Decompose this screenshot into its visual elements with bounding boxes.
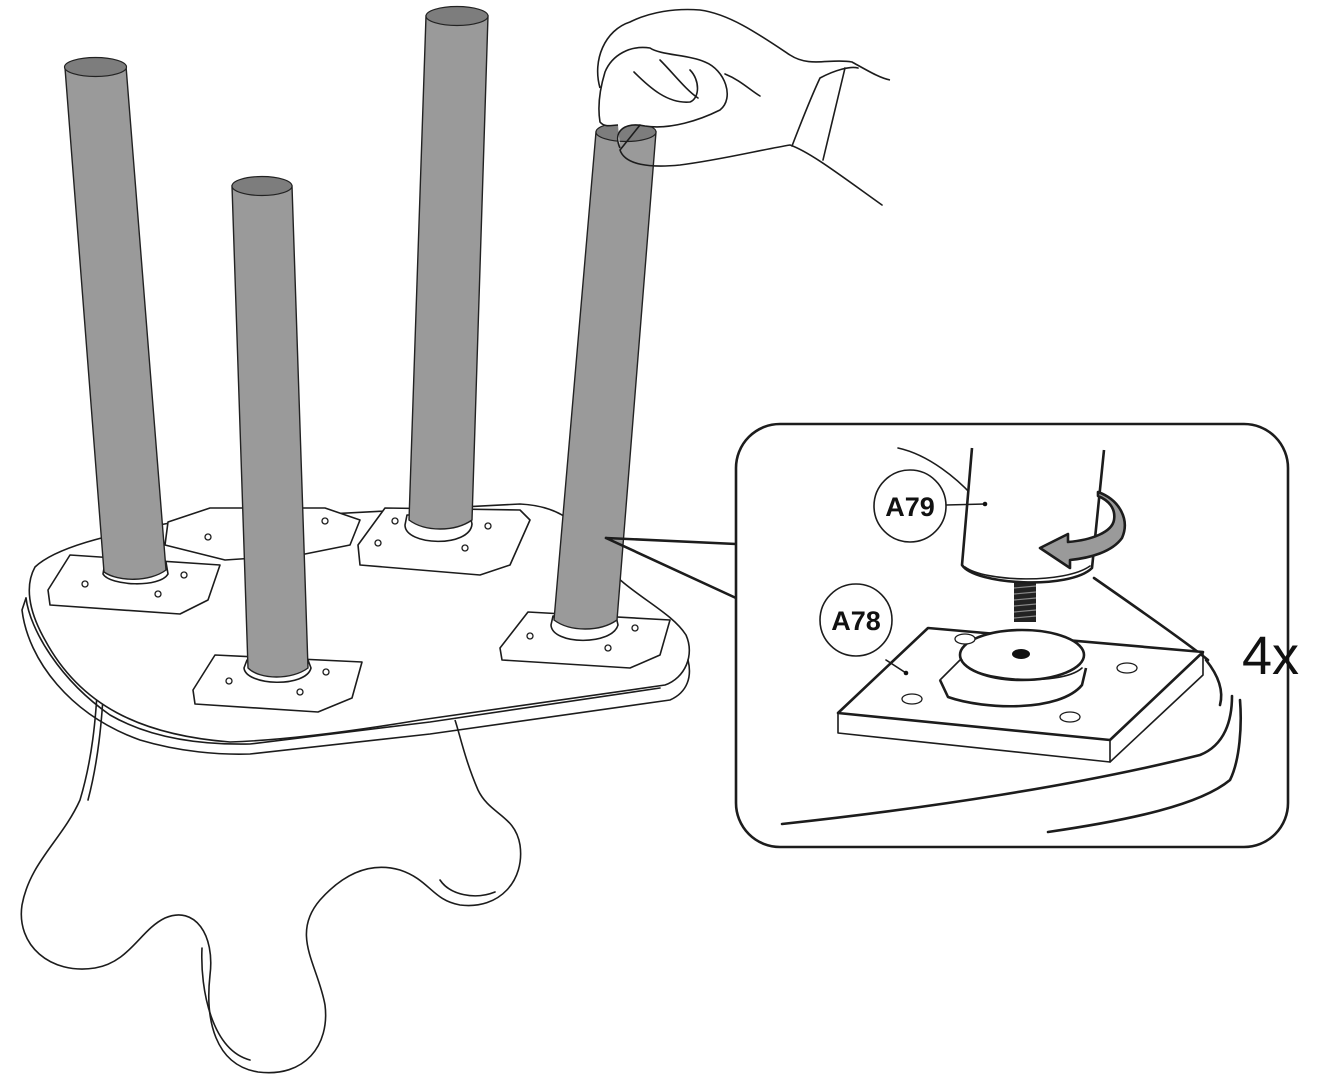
leg-right — [551, 123, 656, 641]
leg-back-right — [405, 7, 488, 542]
leg-back-left — [65, 58, 169, 584]
part-label-a78: A78 — [831, 606, 881, 636]
quantity-label: 4x — [1242, 626, 1299, 686]
threaded-bolt-icon — [1014, 582, 1036, 622]
part-callout-a79: A79 — [874, 470, 946, 542]
detail-box — [736, 424, 1288, 847]
part-label-a79: A79 — [885, 492, 935, 522]
part-callout-a78: A78 — [820, 584, 892, 656]
